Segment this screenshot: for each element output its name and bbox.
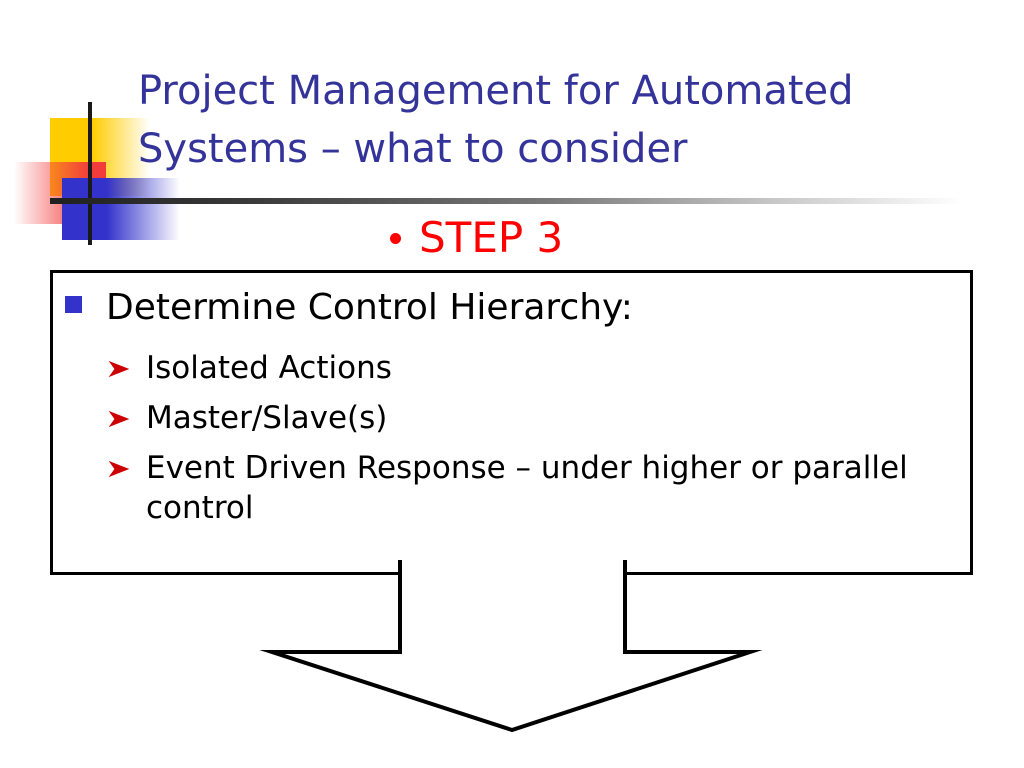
list-item-label: Isolated Actions (146, 350, 392, 386)
list-item: Isolated Actions (108, 348, 958, 388)
logo-blue-square-solid (62, 198, 96, 238)
step-heading: STEP 3 (390, 214, 563, 262)
list-item: Event Driven Response – under higher or … (108, 448, 958, 528)
slide-title: Project Management for Automated Systems… (138, 68, 854, 172)
square-bullet-icon (65, 296, 82, 313)
logo-vertical-line (88, 102, 92, 245)
logo-yellow-square (50, 118, 150, 196)
list-item-label: Event Driven Response – under higher or … (146, 450, 908, 526)
main-bullet-item: Determine Control Hierarchy: (65, 287, 633, 329)
logo-blue-square (62, 178, 180, 240)
list-item-label: Master/Slave(s) (146, 400, 388, 436)
arrowhead-bullet-icon (108, 358, 130, 388)
arrowhead-bullet-icon (108, 408, 130, 438)
content-box: Determine Control Hierarchy: Isolated Ac… (50, 270, 973, 575)
down-arrow-outline-icon (0, 560, 1024, 768)
list-item: Master/Slave(s) (108, 398, 958, 438)
main-bullet-label: Determine Control Hierarchy: (106, 287, 633, 328)
step-label: STEP 3 (419, 213, 564, 262)
sub-bullet-list: Isolated Actions Master/Slave(s) Event D… (108, 348, 958, 538)
gradient-rule-icon (50, 198, 962, 204)
round-bullet-icon (390, 232, 401, 244)
logo-red-square (14, 162, 106, 224)
arrowhead-bullet-icon (108, 458, 130, 488)
